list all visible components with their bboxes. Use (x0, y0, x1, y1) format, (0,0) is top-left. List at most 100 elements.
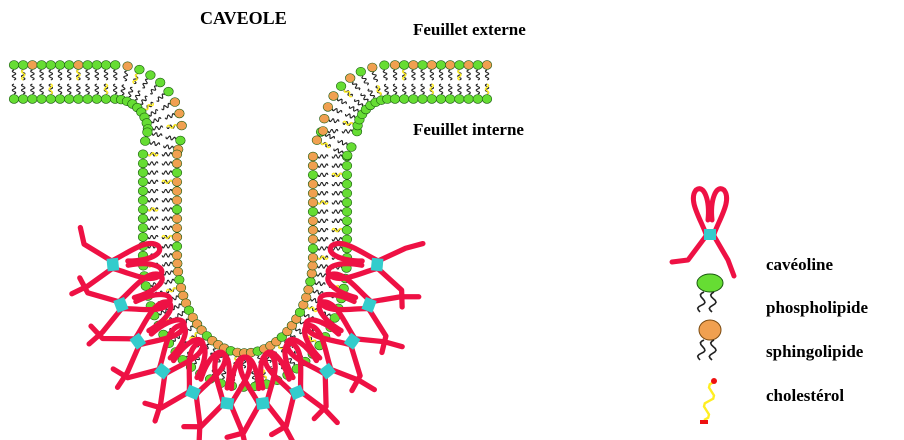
phospholipid-head (138, 177, 148, 186)
phospholipid-head (336, 82, 346, 91)
lipid-tail (153, 126, 163, 130)
phospholipid-head (9, 61, 19, 70)
sphingolipid-head (123, 62, 133, 71)
phospholipid-head (83, 61, 93, 70)
phospholipid-head (74, 95, 84, 104)
lipid-tail (430, 70, 433, 80)
sphingolipid-head (464, 61, 474, 70)
phospholipid-head (172, 242, 182, 251)
phospholipid-head (342, 161, 352, 170)
lipid-tail (142, 79, 147, 88)
lipid-tail (344, 90, 352, 97)
lipid-tail (449, 70, 452, 80)
sphingolipid-head (172, 159, 182, 168)
sphingolipid-head (173, 259, 183, 268)
lipid-tail (318, 219, 328, 222)
lipid-tail (40, 70, 43, 80)
lipid-tail (162, 103, 171, 110)
sphingolipid-head (409, 61, 419, 70)
lipid-tail (162, 190, 172, 193)
lipid-tail (12, 84, 15, 94)
phospholipid-head (380, 61, 390, 70)
lipid-tail (476, 84, 479, 94)
lipid-tail (148, 236, 158, 239)
lipid-tail (440, 84, 443, 94)
lipid-tail (458, 84, 461, 94)
sphingolipid-head (308, 261, 318, 270)
phospholipid-head (176, 136, 186, 145)
lipid-tail (162, 245, 172, 248)
phospholipid-head (399, 95, 409, 104)
phospholipid-head (140, 137, 150, 146)
lipid-tail (317, 273, 327, 277)
caveolin-proteins (66, 220, 423, 440)
sphingolipid-head (368, 63, 378, 72)
lipid-tail (86, 84, 89, 94)
phospholipid-head (390, 95, 400, 104)
lipid-tail (148, 162, 158, 165)
phospholipid-head (445, 95, 455, 104)
lipid-tail (165, 114, 175, 119)
phospholipid-head (343, 151, 353, 160)
lipid-tail (104, 70, 107, 80)
sphingolipid-head (301, 293, 311, 302)
sphingolipid-head (172, 233, 182, 242)
phospholipid-head (342, 217, 352, 226)
lipid-tail (318, 183, 328, 186)
sphingolipid-head (173, 267, 183, 276)
lipid-tail (421, 70, 424, 80)
lipid-tail (157, 94, 165, 102)
phospholipid-head (464, 95, 474, 104)
lipid-tail (318, 247, 328, 250)
sphingolipid-head (74, 61, 84, 70)
phospholipid-head (308, 171, 318, 180)
sphingolipid-head (308, 152, 318, 161)
lipid-tail (162, 254, 172, 257)
phospholipid-head (37, 61, 47, 70)
phospholipid-head (342, 171, 352, 180)
lipid-tail (329, 119, 339, 123)
sphingolipid-head (318, 126, 328, 135)
phospholipid-head (9, 95, 19, 104)
lipid-tail (394, 84, 397, 94)
phospholipid-head (342, 226, 352, 235)
lipid-tail (22, 84, 25, 94)
lipid-tail (318, 210, 328, 213)
phospholipid-head (92, 95, 102, 104)
sphingolipid-head (390, 61, 400, 70)
lipid-tail (352, 82, 360, 90)
lipid-tail (148, 190, 158, 193)
phospholipid-head (28, 95, 38, 104)
lipid-tail (152, 133, 162, 137)
lipid-tail (162, 217, 172, 220)
phospholipid-head (138, 233, 148, 242)
lipid-tail (362, 76, 369, 85)
lipid-tail (162, 162, 172, 165)
lipid-tail (333, 109, 342, 113)
lipid-tail (31, 70, 34, 80)
sphingolipid-head (308, 198, 318, 207)
phospholipid-head (64, 61, 74, 70)
lipid-tail (162, 208, 172, 211)
caveolin-link (129, 333, 146, 350)
lipid-tail (162, 199, 172, 202)
legend-label-cholesterol: cholestérol (766, 386, 844, 406)
lipid-tail (135, 91, 140, 100)
phospholipid-head (164, 87, 174, 96)
lipid-tail (332, 192, 342, 195)
lipid-tail (58, 84, 61, 94)
phospholipid-head (455, 95, 465, 104)
legend-label-phospholipid: phospholipide (766, 298, 868, 318)
phospholipid-head (455, 61, 465, 70)
lipid-tail (162, 226, 172, 229)
lipid-tail (332, 219, 342, 222)
lipid-tail (467, 70, 470, 80)
caveolin-link (256, 397, 270, 410)
phospholipid-head (418, 95, 428, 104)
lipid-tail (342, 130, 352, 133)
phospholipid-head (138, 187, 148, 196)
phospholipid-head (409, 95, 419, 104)
lipid-tail (334, 149, 343, 153)
lipid-tail (412, 84, 415, 94)
lipid-tail (95, 84, 98, 94)
